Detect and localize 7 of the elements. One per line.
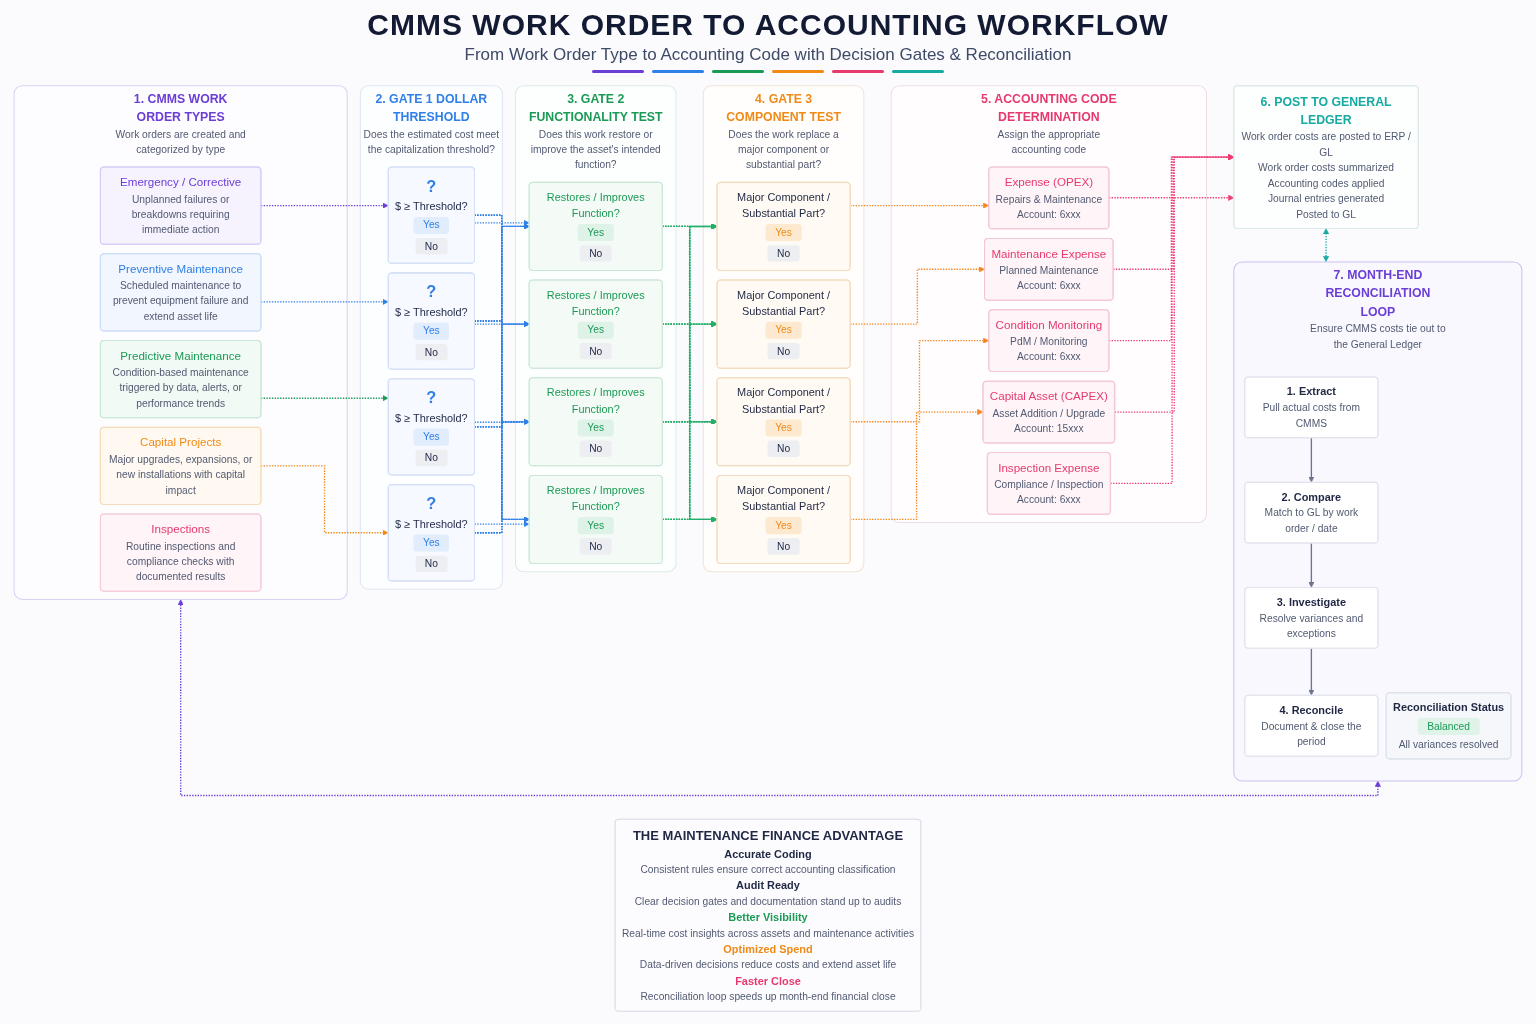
arrow [1308,437,1315,483]
arrow [1323,228,1330,262]
title: CMMS WORK ORDER TO ACCOUNTING WORKFLOW [367,8,1169,42]
arrow [1308,647,1315,696]
subtitle: From Work Order Type to Accounting Code with Decision Gates & Reconciliation [464,45,1072,65]
arrow [1308,542,1315,588]
arrow [177,599,1381,797]
